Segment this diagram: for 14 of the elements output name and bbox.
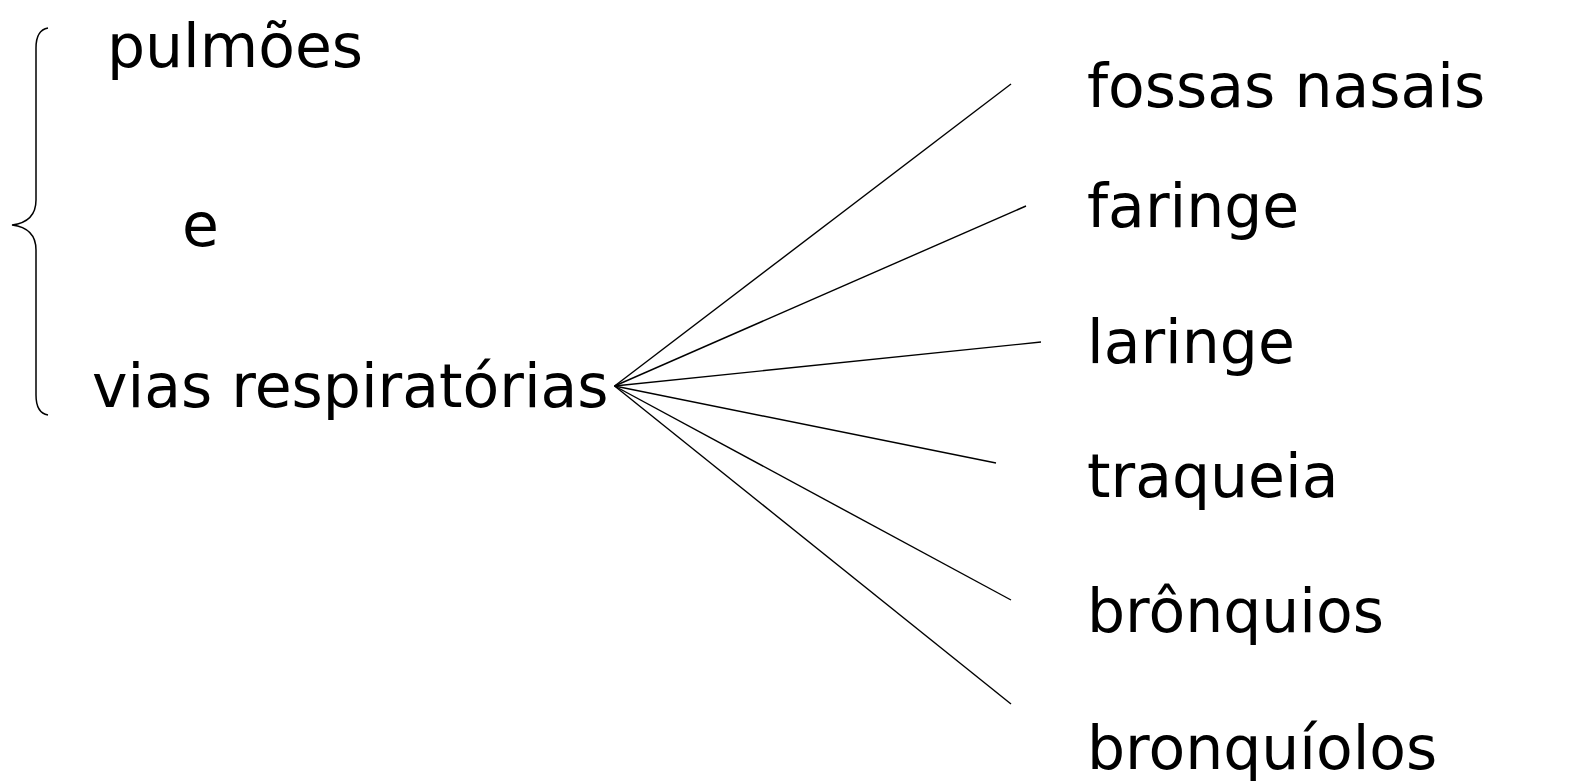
connector-line — [613, 205, 1027, 387]
part-text: brônquios — [1011, 573, 1384, 649]
part-text: fossas nasais — [1011, 48, 1486, 124]
part-text: traqueia — [996, 438, 1339, 514]
connector-line — [613, 385, 1012, 601]
part-text: laringe — [1041, 304, 1295, 380]
connector-line — [613, 83, 1012, 387]
connector-line — [613, 385, 997, 464]
connector-line — [613, 341, 1042, 387]
connector-line — [613, 385, 1012, 705]
label-text: pulmões — [107, 10, 364, 83]
term-text: vias respiratórias — [92, 348, 615, 424]
part-text: faringe — [1026, 168, 1300, 244]
label-text: e — [182, 189, 219, 262]
